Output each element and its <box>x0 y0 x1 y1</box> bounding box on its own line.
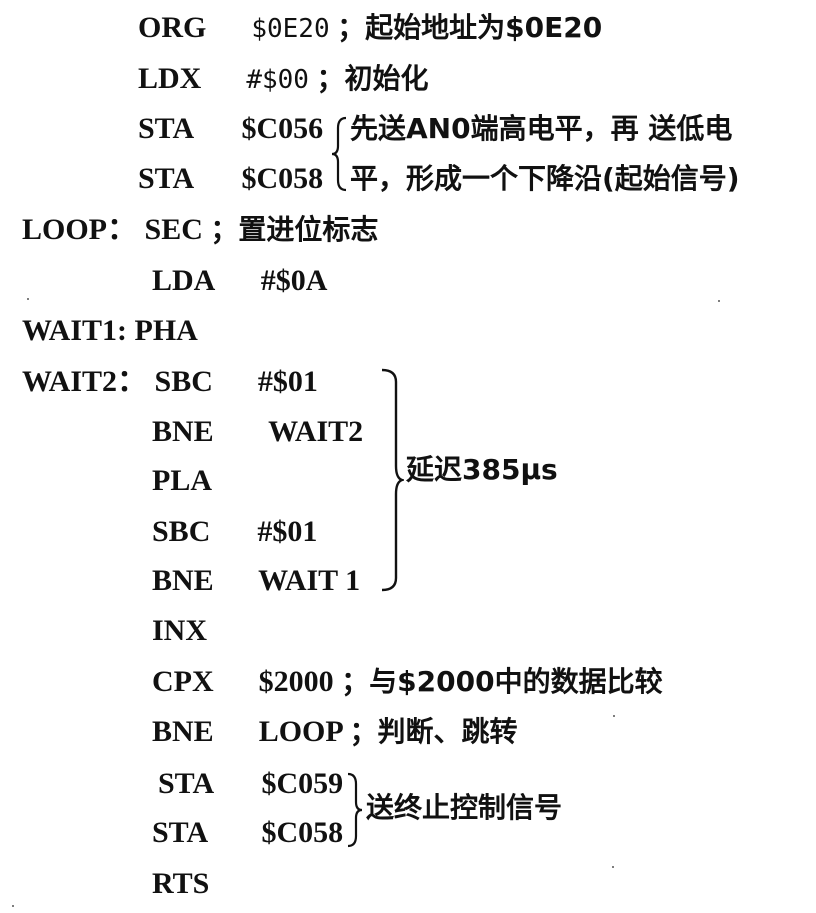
opcode: BNE <box>152 715 214 748</box>
scan-speck <box>12 905 14 907</box>
brace-icon <box>347 772 363 848</box>
delay-annotation: 延迟385μs <box>406 453 558 486</box>
operand: $C056 <box>241 112 324 145</box>
code-line: CPX $2000 ；与$2000中的数据比较 <box>152 664 663 700</box>
opcode: PLA <box>152 464 212 497</box>
code-line: WAIT1: PHA <box>22 313 198 349</box>
operand: $2000 <box>258 665 334 698</box>
operand: WAIT2 <box>268 415 364 448</box>
scan-speck <box>612 866 614 868</box>
opcode: STA <box>158 767 213 800</box>
operand: WAIT 1 <box>258 564 361 597</box>
an0-annotation-line1: 先送AN0端高电平，再 送低电 <box>350 112 733 145</box>
comment: ；与$2000中的数据比较 <box>341 665 663 698</box>
operand: $C059 <box>261 767 344 800</box>
opcode: STA <box>138 162 193 195</box>
operand: #$00 <box>246 65 309 95</box>
scan-speck <box>27 298 29 300</box>
code-line: STA $C058 <box>138 161 323 197</box>
label: WAIT2： <box>22 365 148 398</box>
operand: $C058 <box>261 816 344 849</box>
opcode: RTS <box>152 867 210 900</box>
opcode: LDX <box>138 62 202 95</box>
opcode: STA <box>152 816 207 849</box>
code-line: LDA #$0A <box>152 263 327 299</box>
opcode: STA <box>138 112 193 145</box>
an0-annotation-line2: 平，形成一个下降沿(起始信号) <box>350 162 740 195</box>
opcode: ORG <box>138 11 207 44</box>
code-line: LDX #$00 ；初始化 <box>138 61 428 98</box>
label: WAIT1: <box>22 314 128 347</box>
comment: ；初始化 <box>316 62 429 95</box>
code-line: BNE LOOP ；判断、跳转 <box>152 714 518 750</box>
comment: ；置进位标志 <box>210 213 379 246</box>
code-line: RTS <box>152 866 209 902</box>
comment: ；起始地址为$0E20 <box>337 11 603 44</box>
scan-speck <box>718 300 720 302</box>
comment: ；判断、跳转 <box>349 715 518 748</box>
opcode: CPX <box>152 665 214 698</box>
operand: LOOP <box>258 715 343 748</box>
code-line: BNE WAIT2 <box>152 414 363 450</box>
label: LOOP： <box>22 213 138 246</box>
brace-icon <box>331 116 347 192</box>
brace-icon <box>381 368 404 592</box>
scan-speck <box>613 715 615 717</box>
code-line: ORG $0E20 ；起始地址为$0E20 <box>138 10 602 47</box>
opcode: SBC <box>154 365 213 398</box>
opcode: SBC <box>152 515 211 548</box>
operand: #$01 <box>257 515 318 548</box>
opcode: BNE <box>152 415 214 448</box>
code-line: LOOP： SEC ；置进位标志 <box>22 212 378 248</box>
code-line: PLA <box>152 463 212 499</box>
opcode: SEC <box>144 213 203 246</box>
opcode: LDA <box>152 264 214 297</box>
code-line: INX <box>152 613 207 649</box>
code-line: SBC #$01 <box>152 514 317 550</box>
code-line: STA $C058 <box>152 815 343 851</box>
code-line: BNE WAIT 1 <box>152 563 360 599</box>
opcode: BNE <box>152 564 214 597</box>
opcode: PHA <box>134 314 198 347</box>
operand: #$0A <box>260 264 328 297</box>
operand: $0E20 <box>251 14 330 44</box>
code-line: STA $C059 <box>158 766 343 802</box>
code-line: STA $C056 <box>138 111 323 147</box>
operand: #$01 <box>257 365 318 398</box>
code-line: WAIT2： SBC #$01 <box>22 364 318 400</box>
operand: $C058 <box>241 162 324 195</box>
opcode: INX <box>152 614 208 647</box>
stop-annotation: 送终止控制信号 <box>366 791 563 824</box>
